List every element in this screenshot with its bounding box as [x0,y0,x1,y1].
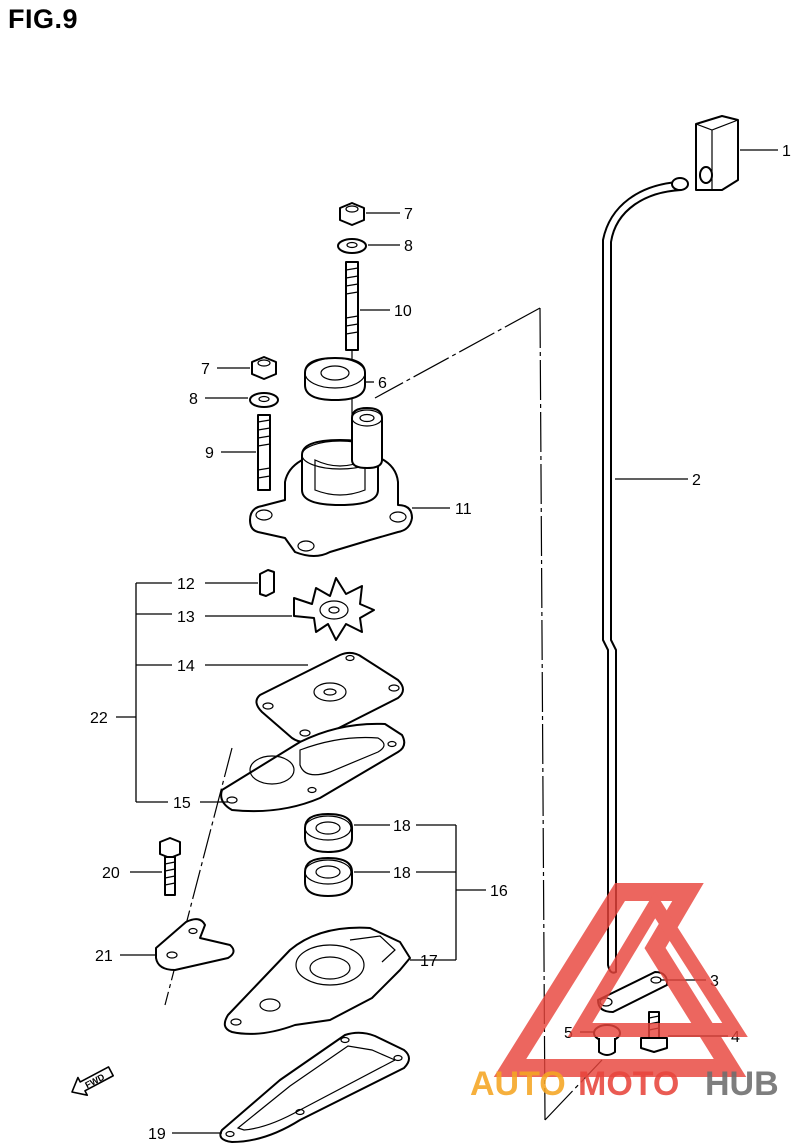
nut-top[interactable] [339,202,365,226]
label-14: 14 [177,658,195,675]
pump-case[interactable] [249,407,413,557]
bearing-upper[interactable] [304,813,353,853]
nut-left[interactable] [251,356,277,380]
label-20: 20 [102,865,120,882]
label-1: 1 [782,143,791,160]
bolt[interactable] [159,837,181,896]
grommet[interactable] [671,115,739,191]
watermark-part-1: AUTO [470,1065,566,1103]
lower-gasket[interactable] [219,1031,410,1143]
water-tube[interactable] [602,181,682,974]
label-17: 17 [420,953,438,970]
oil-seal[interactable] [304,357,366,401]
stud-bolt-short[interactable] [257,414,271,491]
label-9: 9 [205,445,214,462]
label-19: 19 [148,1126,166,1143]
figure-title: FIG.9 [8,4,79,34]
label-15: 15 [173,795,191,812]
label-22: 22 [90,710,108,727]
label-10: 10 [394,303,412,320]
label-4: 4 [731,1029,740,1046]
label-6: 6 [378,375,387,392]
label-7-top: 7 [404,206,413,223]
label-16: 16 [490,883,508,900]
label-13: 13 [177,609,195,626]
lower-housing[interactable] [223,926,411,1035]
label-11: 11 [455,501,472,518]
watermark-part-3: HUB [705,1065,779,1103]
label-8-top: 8 [404,238,413,255]
watermark-part-2: MOTO [578,1065,679,1103]
bearing-lower[interactable] [304,857,353,897]
label-18-lower: 18 [393,865,411,882]
pump-gasket[interactable] [220,722,406,813]
key[interactable] [259,569,275,597]
label-18-upper: 18 [393,818,411,835]
watermark-text: AUTO MOTO HUB [470,1065,779,1103]
impeller[interactable] [293,577,375,641]
pump-plate[interactable] [255,651,404,744]
label-8-left: 8 [189,391,198,408]
watermark-logo-icon [493,883,748,1077]
washer-top[interactable] [337,238,367,254]
mounting-plate[interactable] [155,918,235,971]
fwd-arrow-icon: FWD [71,1066,114,1096]
label-2: 2 [692,472,701,489]
stud-bolt-long[interactable] [345,261,359,351]
label-7-left: 7 [201,361,210,378]
label-5: 5 [564,1025,573,1042]
label-3: 3 [710,973,719,990]
label-12: 12 [177,576,195,593]
part-labels: 1 2 3 4 5 6 7 7 8 8 9 10 11 12 13 14 15 … [90,143,791,1143]
washer-left[interactable] [249,392,279,408]
label-21: 21 [95,948,113,965]
